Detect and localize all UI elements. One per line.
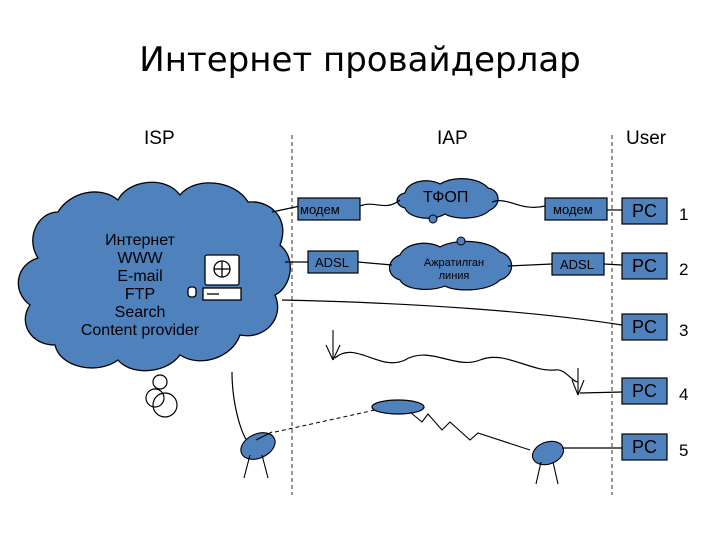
user-number-1: 1 (679, 205, 689, 224)
pc-label-1: PC (632, 201, 658, 221)
antenna-right-icon (571, 368, 585, 396)
cloud-line: E-mail (117, 268, 163, 285)
tfop-cloud (396, 178, 499, 219)
pc-box-5 (621, 433, 668, 461)
radio-wave-link (334, 351, 579, 383)
link-modem-tfop (359, 199, 401, 207)
modem-box-left (297, 197, 361, 221)
page-title: Интернет провайдерлар (139, 40, 581, 80)
cloud-line: FTP (124, 286, 156, 303)
link-antenna-pc4 (579, 391, 623, 394)
pc-box-3 (621, 313, 668, 341)
pc-label-2: PC (632, 256, 658, 276)
satellite-dish-left-icon (240, 431, 276, 479)
user-number-2: 2 (679, 260, 689, 279)
cloud-line: Интернет (105, 232, 175, 249)
link-cloud-pc3 (281, 299, 623, 326)
cloud-line: Search (114, 304, 166, 321)
link-adsl-pc2 (603, 263, 623, 266)
modem-label-left: модем (300, 202, 340, 217)
column-header-iap: IAP (437, 128, 468, 149)
adsl-label-left: ADSL (315, 255, 349, 270)
user-number-3: 3 (679, 321, 689, 340)
cloud-services-text: Интернет WWW E-mail FTP Search Content p… (60, 232, 220, 340)
dedicated-line-label-line: Ажратилган (423, 257, 485, 269)
antenna-left-icon (325, 330, 341, 361)
satellite-dish-right-icon (531, 440, 565, 485)
pc-box-2 (621, 252, 668, 280)
cloud-line: WWW (117, 250, 163, 267)
link-tfop-modem (491, 200, 546, 208)
link-cloud-modem (271, 205, 301, 213)
adsl-label-right: ADSL (560, 257, 594, 272)
pc-box-1 (621, 197, 668, 225)
dedicated-line-cloud (388, 240, 513, 291)
link-line-adsl (507, 263, 553, 267)
column-header-user: User (626, 128, 667, 149)
dedicated-line-label: Ажратилган линия (414, 257, 494, 283)
internet-cloud (17, 181, 291, 372)
modem-label-right: модем (553, 202, 593, 217)
pc-box-4 (621, 377, 668, 405)
tfop-label: ТФОП (423, 189, 469, 206)
pc-label-4: PC (632, 381, 658, 401)
cloud-line: Content provider (80, 322, 200, 339)
pc-label-3: PC (632, 317, 658, 337)
downlink-zigzag (409, 411, 531, 451)
column-header-isp: ISP (144, 128, 175, 149)
pc-label-5: PC (632, 437, 658, 457)
line-jack-icons (428, 214, 466, 246)
dedicated-line-label-line: линия (438, 270, 470, 282)
modem-box-right (544, 197, 608, 221)
user-number-5: 5 (679, 441, 689, 460)
link-adsl-line (357, 261, 393, 266)
user-number-4: 4 (679, 385, 689, 404)
uplink-beam-left (274, 409, 376, 433)
server-computer-icon (187, 254, 242, 301)
person-icon (145, 374, 178, 418)
satellite-icon (371, 399, 425, 415)
